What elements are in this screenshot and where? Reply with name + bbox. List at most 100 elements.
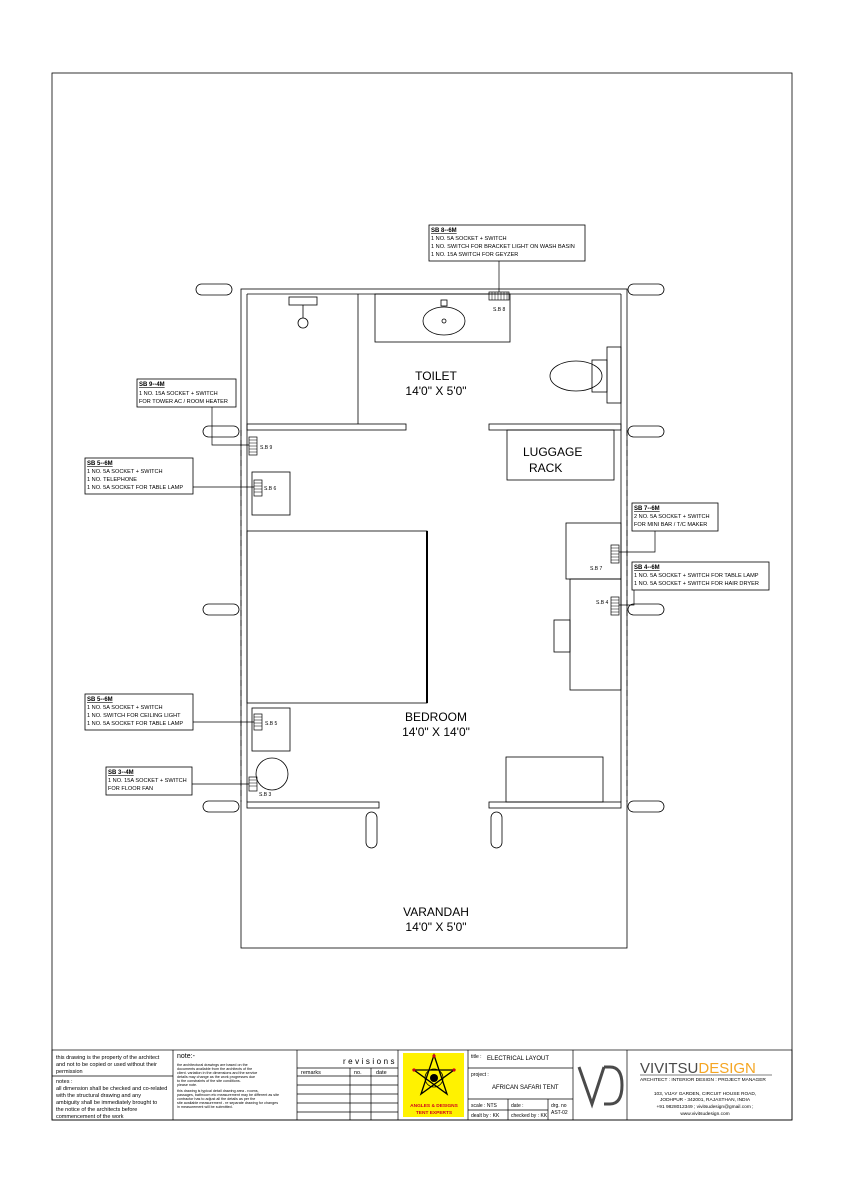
callout-sb7: SB 7--6M 2 NO. 5A SOCKET + SWITCH FOR MI… xyxy=(631,502,719,532)
note-text: client. variation in the dimensions and … xyxy=(177,1071,257,1075)
note-text: site available measurement - re separate… xyxy=(177,1101,278,1105)
callout-sb6-title: SB 5--6M xyxy=(87,461,113,467)
angles-designs-logo: ANGLES & DESIGNS TENT EXPERTS xyxy=(403,1052,464,1117)
callout-sb6-line: 1 NO. TELEPHONE xyxy=(87,477,137,483)
note-text: the architectural drawings are based on … xyxy=(177,1063,248,1067)
callout-sb4: SB 4--6M 1 NO. 5A SOCKET + SWITCH FOR TA… xyxy=(631,561,770,591)
bed xyxy=(246,530,428,704)
callout-sb5-line: 1 NO. 5A SOCKET FOR TABLE LAMP xyxy=(87,721,183,727)
note-text: documents available from the architects … xyxy=(177,1067,252,1071)
sb8-label: S.B 8 xyxy=(493,307,505,313)
callout-sb4-line: 1 NO. 5A SOCKET + SWITCH FOR HAIR DRYER xyxy=(634,581,759,587)
varandah-label: VARANDAH xyxy=(403,905,469,919)
callout-sb7-line: 2 NO. 5A SOCKET + SWITCH xyxy=(634,514,710,520)
callout-sb3-line: FOR FLOOR FAN xyxy=(108,786,153,792)
note-text: details may change as the work progresse… xyxy=(177,1075,255,1079)
shower xyxy=(288,296,318,329)
drg-label: drg. no xyxy=(551,1103,567,1109)
toilet-seat xyxy=(549,346,622,404)
sb3-label: S.B 3 xyxy=(259,792,271,798)
callout-sb6: SB 5--6M 1 NO. 5A SOCKET + SWITCH 1 NO. … xyxy=(84,457,194,495)
wash-basin-counter xyxy=(374,293,511,343)
title-value: ELECTRICAL LAYOUT xyxy=(487,1056,549,1062)
sb5-label: S.B 5 xyxy=(265,721,277,727)
callout-sb6-line: 1 NO. 5A SOCKET FOR TABLE LAMP xyxy=(87,485,183,491)
rev-header-remarks: remarks xyxy=(301,1070,321,1076)
luggage-rack-line2: RACK xyxy=(529,461,562,475)
note-text: to the constraints of the site condition… xyxy=(177,1079,241,1083)
property-text: and not to be copied or used without the… xyxy=(56,1062,157,1068)
date: date : xyxy=(511,1103,524,1109)
sb4-label: S.B 4 xyxy=(596,600,608,606)
switchboard-sb6: S.B 6 xyxy=(253,479,276,497)
callout-sb8-title: SB 8--6M xyxy=(431,228,457,234)
sb6-label: S.B 6 xyxy=(264,486,276,492)
dresser-desk xyxy=(553,578,622,691)
switchboard-sb4: S.B 4 xyxy=(596,596,620,616)
callout-sb8-line: 1 NO. 15A SWITCH FOR GEYZER xyxy=(431,252,518,258)
drg-value: AST-02 xyxy=(551,1110,568,1116)
title-label: title : xyxy=(471,1054,482,1060)
notes-text: the notice of the architects before xyxy=(56,1107,137,1113)
vd-monogram xyxy=(577,1065,624,1109)
title-block xyxy=(51,1049,793,1121)
luggage-rack: LUGGAGE RACK xyxy=(506,429,615,481)
bedside-table-lower xyxy=(251,707,291,752)
toilet-size: 14'0" X 5'0" xyxy=(405,384,466,398)
bedroom-size: 14'0" X 14'0" xyxy=(402,725,470,739)
firm-address: 103, VIJAY GARDEN, CIRCUIT HOUSE ROAD, xyxy=(654,1091,756,1097)
callout-sb9-title: SB 9--4M xyxy=(139,382,165,388)
callout-sb9-line: FOR TOWER AC / ROOM HEATER xyxy=(139,399,228,405)
logo-line1: ANGLES & DESIGNS xyxy=(410,1103,459,1109)
firm-name-b: DESIGN xyxy=(698,1060,756,1077)
callout-sb5-title: SB 5--6M xyxy=(87,697,113,703)
callout-sb5-line: 1 NO. SWITCH FOR CEILING LIGHT xyxy=(87,713,181,719)
notes-text: commencement of the work xyxy=(56,1114,124,1120)
sb7-label: S.B 7 xyxy=(590,566,602,572)
note-text: this drawing is typical detail drawing a… xyxy=(177,1089,259,1093)
callout-sb9: SB 9--4M 1 NO. 15A SOCKET + SWITCH FOR T… xyxy=(136,378,237,408)
bedside-table-left xyxy=(251,471,291,516)
toilet-label: TOILET xyxy=(415,369,457,383)
callout-sb8-line: 1 NO. SWITCH FOR BRACKET LIGHT ON WASH B… xyxy=(431,244,575,250)
rev-header-date: date xyxy=(376,1070,387,1076)
callout-sb8-line: 1 NO. 5A SOCKET + SWITCH xyxy=(431,236,507,242)
dealt-by: dealt by : KK xyxy=(471,1113,500,1119)
firm-address: +91 9828012349 ; vivitsudesign@gmail.com… xyxy=(656,1104,753,1110)
switchboard-sb5: S.B 5 xyxy=(253,713,277,731)
callout-sb3-line: 1 NO. 15A SOCKET + SWITCH xyxy=(108,778,187,784)
note-text: contractor has to adjust all the details… xyxy=(177,1097,255,1101)
varandah-size: 14'0" X 5'0" xyxy=(405,920,466,934)
sheet-border xyxy=(51,72,793,1121)
rev-header-no: no. xyxy=(354,1070,362,1076)
note-text: passages, bathroom etc measurement may b… xyxy=(177,1093,279,1097)
callout-sb3-title: SB 3--4M xyxy=(108,770,134,776)
notes-text: ambiguity shall be immediately brought t… xyxy=(56,1100,157,1106)
bedroom-label: BEDROOM xyxy=(405,710,467,724)
callout-sb4-title: SB 4--6M xyxy=(634,565,660,571)
callout-sb7-line: FOR MINI BAR / T/C MAKER xyxy=(634,522,707,528)
notes-label: notes : xyxy=(56,1079,73,1085)
bench xyxy=(505,756,604,803)
callout-sb8: SB 8--6M 1 NO. 5A SOCKET + SWITCH 1 NO. … xyxy=(428,224,586,262)
switchboard-sb7: S.B 7 xyxy=(590,544,620,572)
callout-sb9-line: 1 NO. 15A SOCKET + SWITCH xyxy=(139,391,218,397)
scale: scale : NTS xyxy=(471,1103,498,1109)
checked-by: checked by : KK xyxy=(511,1113,548,1119)
callout-sb5-line: 1 NO. 5A SOCKET + SWITCH xyxy=(87,705,163,711)
project-value: AFRICAN SAFARI TENT xyxy=(492,1085,559,1091)
firm-address: www.vivitsudesign.com xyxy=(680,1111,729,1117)
switchboard-sb3: S.B 3 xyxy=(248,776,271,798)
callout-sb3: SB 3--4M 1 NO. 15A SOCKET + SWITCH FOR F… xyxy=(105,766,193,796)
notes-text: all dimension shall be checked and co-re… xyxy=(56,1086,167,1092)
note-text: in measurement will be submitted. xyxy=(177,1105,233,1109)
switchboard-sb8: S.B 8 xyxy=(488,291,510,313)
note-label: note:- xyxy=(177,1053,196,1060)
notes-text: with the structural drawing and any xyxy=(55,1093,141,1099)
tent-pegs xyxy=(195,283,665,849)
firm-address: JODHPUR - 342001, RAJASTHAN, INDIA xyxy=(660,1097,751,1103)
switchboard-sb9: S.B 9 xyxy=(248,436,272,456)
floor-fan xyxy=(255,757,289,791)
property-text: permission xyxy=(56,1069,83,1075)
